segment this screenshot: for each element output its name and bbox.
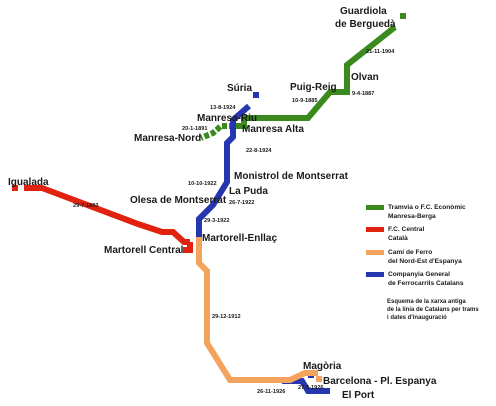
date-label: 29-12-1912: [212, 314, 241, 320]
station-manresa-riu: Manresa-Riu: [197, 113, 257, 124]
legend-item-blue: Companyia General de Ferrocarrils Catala…: [366, 271, 464, 287]
station-manresa-nord: Manresa-Nord: [134, 133, 201, 144]
station-martorell-enllac: Martorell-Enllaç: [202, 233, 277, 244]
red-line-central-catala: [12, 185, 193, 253]
date-label: 26-11-1926: [257, 389, 285, 395]
date-label: 29-7-1893: [73, 203, 99, 209]
station-barcelona: Barcelona - Pl. Espanya: [323, 376, 437, 387]
station-puig-reig: Puig-Reig: [290, 82, 337, 93]
station-magoria: Magòria: [303, 361, 342, 372]
date-label: 26-7-1922: [229, 200, 255, 206]
blue-track-main: [196, 103, 251, 237]
date-label: 20-1-1891: [182, 126, 208, 132]
station-olvan: Olvan: [351, 72, 379, 83]
green-branch-manresa-nord: [199, 123, 234, 141]
station-martorell-central: Martorell Central: [104, 245, 184, 256]
legend-note-line: Esquema de la xarxa antiga: [387, 299, 466, 305]
station-manresa-alta: Manresa Alta: [242, 124, 304, 135]
date-label: 13-8-1924: [210, 105, 236, 111]
station-guardiola: de Berguedà: [335, 19, 396, 30]
legend-note-line: de la línia de Catalans per trams: [387, 307, 479, 313]
date-label: 27-5-1926: [298, 385, 324, 391]
legend-label: Companyia General: [388, 271, 450, 278]
date-label: 29-3-1922: [204, 218, 230, 224]
green-track: [234, 24, 397, 129]
station-labels: Guardiola de Berguedà Olvan Puig-Reig Sú…: [8, 6, 437, 401]
legend-item-green: Tramvia o F.C. Econòmic Manresa-Berga: [366, 204, 466, 220]
legend-swatch-red: [366, 227, 384, 232]
orange-line-nord-est: [196, 237, 322, 383]
date-label: 10-10-1922: [188, 181, 217, 187]
date-label: 9-4-1887: [352, 91, 374, 97]
legend-label: del Nord-Est d'Espanya: [388, 258, 462, 265]
station-monistrol: Monistrol de Montserrat: [234, 171, 349, 182]
legend-label: F.C. Central: [388, 226, 424, 233]
date-label: 10-9-1885: [292, 98, 318, 104]
legend-label: Manresa-Berga: [388, 213, 436, 220]
station-la-puda: La Puda: [229, 186, 268, 197]
legend-swatch-blue: [366, 272, 384, 277]
legend-label: Camí de Ferro: [388, 249, 432, 256]
station-olesa: Olesa de Montserrat: [130, 195, 227, 206]
legend-item-red: F.C. Central Català: [366, 226, 424, 242]
legend-note-line: i dates d'inauguració: [387, 315, 447, 321]
legend-note: Esquema de la xarxa antiga de la línia d…: [387, 299, 479, 321]
green-line-manresa-berga: [199, 13, 406, 141]
legend-item-orange: Camí de Ferro del Nord-Est d'Espanya: [366, 249, 462, 265]
legend: Tramvia o F.C. Econòmic Manresa-Berga F.…: [366, 204, 479, 321]
orange-track: [196, 237, 318, 383]
legend-label: de Ferrocarrils Catalans: [388, 280, 464, 287]
legend-label: Tramvia o F.C. Econòmic: [388, 204, 466, 211]
date-label: 22-8-1924: [246, 148, 272, 154]
legend-label: Català: [388, 235, 408, 242]
date-labels: 21-11-1904 9-4-1887 10-9-1885 13-8-1924 …: [73, 49, 395, 395]
station-guardiola-line1: Guardiola: [340, 6, 387, 17]
legend-swatch-green: [366, 205, 384, 210]
station-suria: Súria: [227, 83, 252, 94]
red-track: [24, 185, 190, 245]
station-el-port: El Port: [342, 390, 375, 401]
date-label: 21-11-1904: [366, 49, 395, 55]
red-branch-martorell-central: [183, 242, 193, 253]
legend-swatch-orange: [366, 250, 384, 255]
station-igualada: Igualada: [8, 177, 49, 188]
